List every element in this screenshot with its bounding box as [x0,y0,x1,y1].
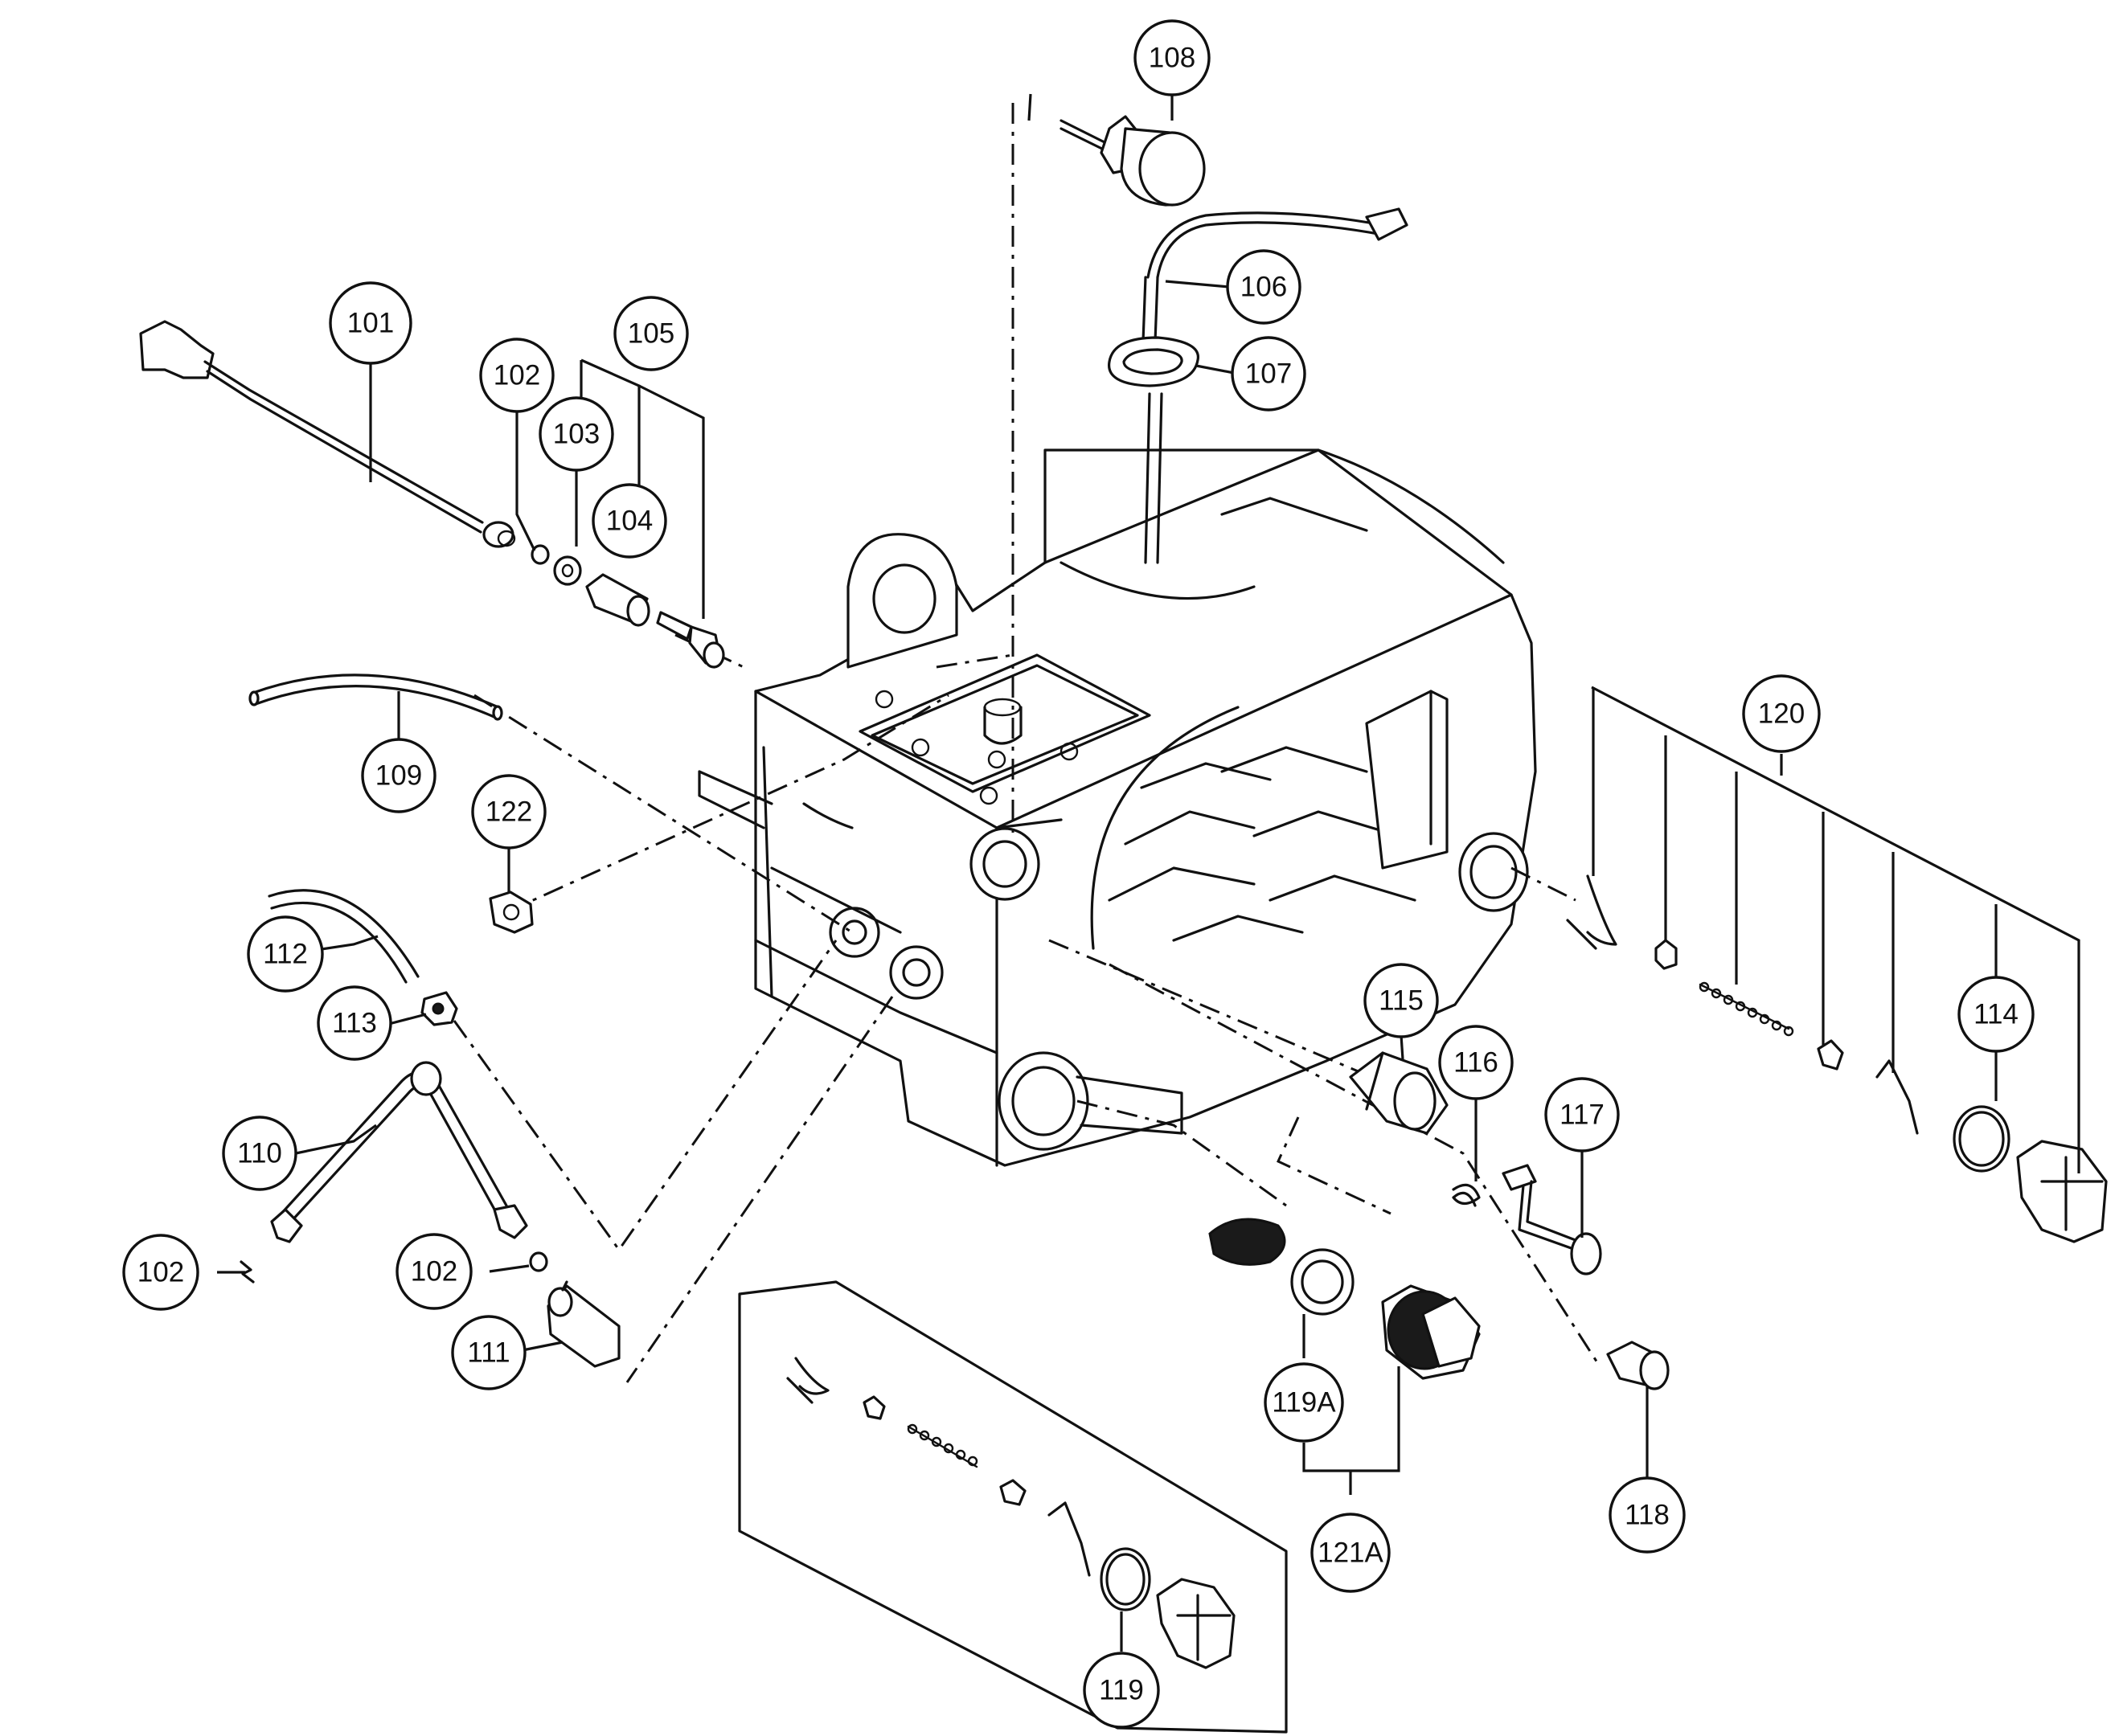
callout-label: 108 [1149,43,1195,74]
part-108-switch [1060,115,1206,207]
callout-label: 111 [467,1337,510,1369]
callout-115: 115 [1363,963,1439,1038]
callout-121a: 121A [1310,1513,1391,1593]
part-119a-gasket [1208,1218,1355,1316]
part-106-wire [1141,207,1408,564]
callout-label: 102 [411,1256,457,1288]
callout-label: 113 [332,1008,377,1039]
callout-119: 119 [1083,1652,1160,1729]
callout-102-left: 102 [122,1234,199,1311]
callout-106: 106 [1226,249,1301,325]
part-112-hose [268,889,420,984]
callout-label: 109 [375,760,422,792]
part-105-pin [656,611,725,669]
part-107-grommet [1108,336,1199,387]
callout-label: 104 [606,506,653,537]
part-110-oil-line [270,1061,528,1243]
callout-105: 105 [613,296,689,371]
callout-label: 116 [1453,1047,1498,1079]
callout-label: 121A [1318,1537,1383,1569]
callout-117: 117 [1544,1077,1620,1153]
part-104-sleeve [585,573,650,627]
inset-kit-119 [738,1280,1288,1734]
part-118-fitting [1606,1341,1670,1390]
callout-119a: 119A [1264,1362,1344,1443]
callout-label: 107 [1245,358,1292,390]
part-102-oring-lower [529,1251,548,1272]
callout-label: 106 [1240,272,1287,303]
callout-102-top: 102 [479,338,555,413]
part-113-fitting [420,991,458,1026]
callout-107: 107 [1231,336,1306,411]
callout-label: 119 [1099,1675,1144,1706]
part-115-oil-pump [1349,1051,1449,1135]
callout-102-lower: 102 [396,1233,473,1310]
callout-label: 117 [1560,1099,1605,1131]
callout-112: 112 [247,915,324,993]
callout-113: 113 [317,985,392,1061]
callout-label: 120 [1758,698,1805,730]
callout-101: 101 [329,281,412,365]
callout-label: 102 [494,360,540,391]
callout-104: 104 [592,483,667,559]
callout-label: 102 [137,1257,184,1288]
callout-label: 114 [1973,999,2019,1030]
callout-label: 112 [263,939,308,970]
part-116-spring [1452,1183,1481,1207]
callout-114: 114 [1957,976,2035,1053]
part-120-cap-kit-right [1566,874,2108,1243]
callout-110: 110 [222,1116,297,1191]
part-109-hose [248,674,503,721]
callout-116: 116 [1438,1025,1514,1100]
callout-label: 105 [628,318,674,350]
callout-label: 118 [1625,1500,1670,1531]
part-101-adjuster-rod [139,320,516,548]
part-122-nut [489,891,534,934]
callout-122: 122 [471,774,547,850]
part-117-worm-gear [1502,1164,1602,1275]
part-103-washer [553,555,582,586]
callout-label: 119A [1272,1387,1336,1419]
part-111-filter [547,1280,621,1368]
callout-103: 103 [539,396,614,472]
callout-109: 109 [361,738,437,813]
callout-120: 120 [1742,674,1821,753]
callout-label: 115 [1379,985,1424,1017]
callout-118: 118 [1609,1476,1686,1554]
crankcase-housing [698,448,1537,1167]
callout-label: 122 [486,796,532,828]
part-121a-fuel-cap [1381,1284,1481,1380]
callout-108: 108 [1133,19,1211,96]
callout-label: 110 [237,1138,282,1169]
callout-label: 103 [553,419,600,450]
part-102-oring [531,544,550,565]
callout-label: 101 [347,308,394,339]
callout-111: 111 [451,1315,527,1390]
part-102-clip-lower-left [240,1260,255,1284]
